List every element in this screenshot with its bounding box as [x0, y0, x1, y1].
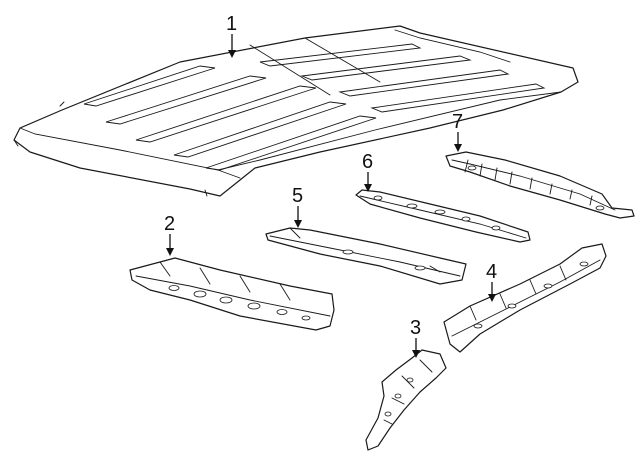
callout-label-5: 5 [292, 185, 303, 207]
callout-label-4: 4 [486, 261, 497, 283]
callout-6: 6 [362, 151, 373, 192]
callout-4: 4 [486, 261, 497, 302]
front-header [129, 257, 335, 331]
roof-bow-5 [265, 227, 467, 285]
callout-7: 7 [452, 111, 463, 152]
roof-bow-6 [355, 189, 531, 243]
pillar-bracket [365, 349, 447, 451]
callout-1: 1 [226, 13, 237, 58]
callout-2: 2 [164, 213, 175, 256]
callout-label-7: 7 [452, 111, 463, 133]
callout-3: 3 [410, 317, 421, 358]
callout-label-3: 3 [410, 317, 421, 339]
rear-header-rail [445, 151, 635, 219]
roof-panel [13, 25, 579, 197]
callout-5: 5 [292, 185, 303, 228]
callout-label-2: 2 [164, 213, 175, 235]
callout-label-1: 1 [226, 13, 237, 35]
callout-label-6: 6 [362, 151, 373, 173]
side-rail [443, 243, 607, 353]
